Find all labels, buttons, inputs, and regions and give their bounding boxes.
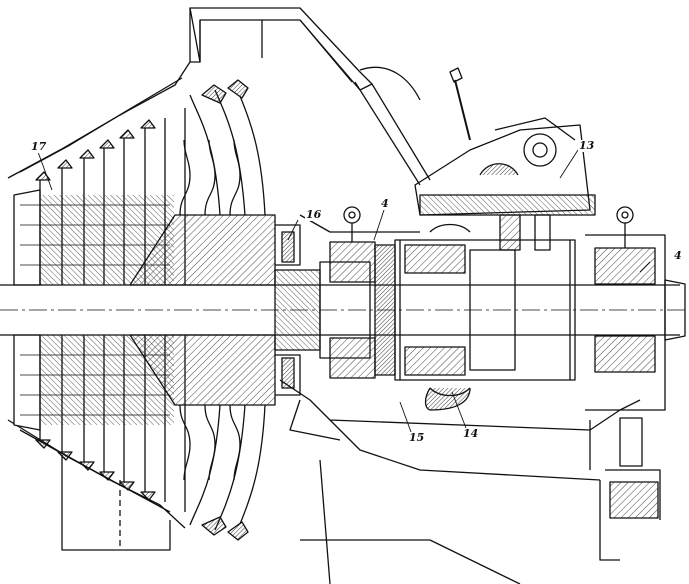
lower-housing [279,379,641,561]
callout-4-left-bearing: 4 [380,197,390,210]
leader-lines [37,149,651,433]
large-rotor-upper [129,79,276,286]
callout-14: 14 [462,427,480,440]
gearbox-upper [414,67,596,251]
main-shaft [0,244,689,376]
callout-15: 15 [408,431,426,444]
callout-17: 17 [30,140,48,153]
foundation-foot [605,417,661,520]
coupling [275,224,301,396]
callout-13: 13 [578,139,596,152]
bearing-right [585,206,666,411]
callout-4-right-bearing: 4 [673,249,683,262]
reduction-gear [394,223,576,411]
outer-casing [7,7,521,584]
callout-16: 16 [305,208,323,221]
large-rotor-lower [129,334,276,541]
bearing-left [329,206,376,379]
